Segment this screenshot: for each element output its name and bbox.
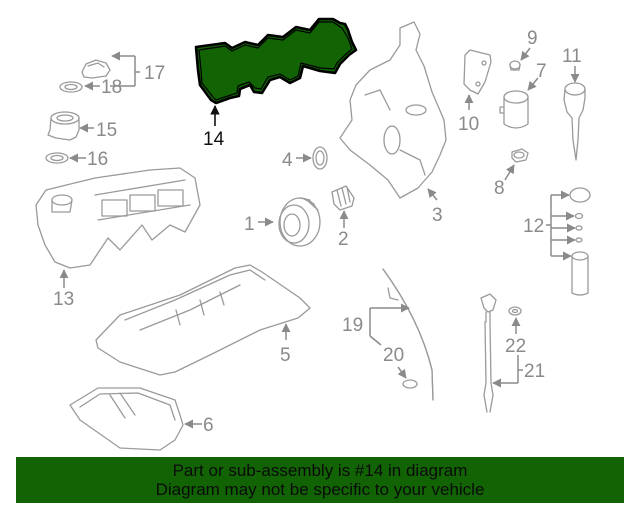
callout-12: 12 <box>523 190 576 261</box>
callout-19: 19 <box>342 303 410 346</box>
callout-19-label: 19 <box>342 315 363 336</box>
callout-6-label: 6 <box>203 415 214 436</box>
callout-11-label: 11 <box>562 46 582 67</box>
part-17-cap[interactable] <box>81 59 111 79</box>
callout-8-label: 8 <box>494 178 505 199</box>
part-4-seal[interactable] <box>312 146 328 170</box>
callout-10: 10 <box>458 94 479 135</box>
callout-9-label: 9 <box>527 28 538 49</box>
part-12-filter-kit[interactable] <box>569 187 591 296</box>
callout-7: 7 <box>527 61 547 91</box>
callout-13-label: 13 <box>53 289 74 310</box>
callout-21: 21 <box>492 355 545 388</box>
part-13-valve-cover[interactable] <box>35 167 201 269</box>
callout-21-label: 21 <box>524 361 545 382</box>
part-14-gasket[interactable] <box>194 17 358 105</box>
callout-2-label: 2 <box>338 229 349 250</box>
part-8-seal[interactable] <box>511 148 529 163</box>
callout-20-label: 20 <box>383 345 404 366</box>
callout-17-18: 17 18 <box>84 51 165 98</box>
callout-5-label: 5 <box>280 345 291 366</box>
callout-4: 4 <box>282 150 312 171</box>
info-banner: Part or sub-assembly is #14 in diagram D… <box>16 457 624 503</box>
part-19-guide-tube[interactable] <box>382 268 434 401</box>
callout-16: 16 <box>69 149 108 170</box>
callout-14: 14 <box>203 105 225 150</box>
callout-7-label: 7 <box>536 61 547 82</box>
callout-8: 8 <box>494 164 515 199</box>
callout-18-label: 18 <box>101 77 122 98</box>
callout-13: 13 <box>53 269 74 310</box>
callout-1-label: 1 <box>244 214 255 235</box>
callout-3: 3 <box>427 188 443 226</box>
callout-11: 11 <box>562 46 582 83</box>
banner-line-2: Diagram may not be specific to your vehi… <box>155 480 485 499</box>
callout-10-label: 10 <box>458 114 479 135</box>
callout-9: 9 <box>520 28 538 61</box>
callout-20: 20 <box>383 345 407 379</box>
callout-15: 15 <box>79 120 117 141</box>
callout-17-label: 17 <box>144 63 165 84</box>
part-2-sleeve[interactable] <box>331 185 355 211</box>
part-16-seal[interactable] <box>45 152 69 164</box>
part-22-seal[interactable] <box>508 306 522 316</box>
callout-4-label: 4 <box>282 150 293 171</box>
part-5-oil-pan-upper[interactable] <box>95 264 311 376</box>
part-6-oil-pan-lower[interactable] <box>69 387 184 451</box>
callout-1: 1 <box>244 214 274 235</box>
callout-6: 6 <box>184 415 214 436</box>
callout-14-label: 14 <box>203 129 225 150</box>
callout-15-label: 15 <box>96 120 117 141</box>
callout-5: 5 <box>280 323 291 366</box>
part-21-dipstick[interactable] <box>480 293 497 413</box>
callout-3-label: 3 <box>432 205 443 226</box>
part-20-seal[interactable] <box>402 379 418 389</box>
part-18-seal[interactable] <box>59 81 83 93</box>
part-11-dipstick-tube[interactable] <box>563 82 586 161</box>
callout-22: 22 <box>505 317 526 357</box>
part-10-cover[interactable] <box>463 49 492 95</box>
callout-12-label: 12 <box>523 216 544 237</box>
part-15-cap[interactable] <box>47 111 80 141</box>
banner-line-1: Part or sub-assembly is #14 in diagram <box>172 461 468 480</box>
callout-2: 2 <box>338 210 349 250</box>
callout-16-label: 16 <box>87 149 108 170</box>
callout-22-label: 22 <box>505 336 526 357</box>
part-9-plug[interactable] <box>509 60 521 71</box>
part-3-timing-cover[interactable] <box>339 21 447 199</box>
part-1-pulley[interactable] <box>278 197 321 247</box>
part-7-housing[interactable] <box>499 90 529 129</box>
